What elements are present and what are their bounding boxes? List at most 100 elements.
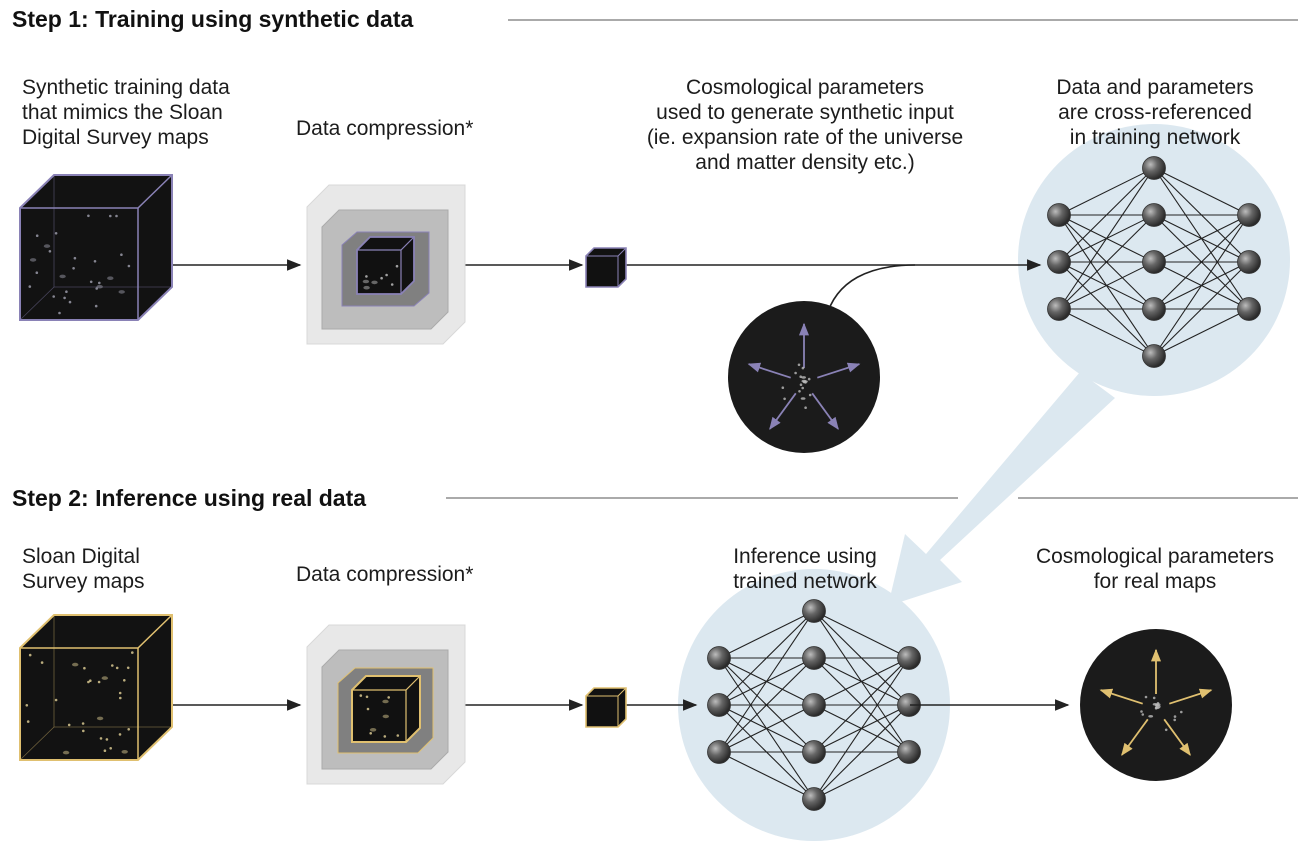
galaxy-speck	[362, 279, 370, 284]
galaxy-speck	[58, 311, 61, 315]
galaxy-speck	[1154, 706, 1160, 710]
galaxy-speck	[98, 281, 101, 285]
network-edge	[813, 657, 910, 800]
galaxy-speck	[799, 383, 803, 387]
network-node	[802, 599, 826, 623]
galaxy-speck	[1164, 728, 1168, 732]
galaxy-speck	[365, 695, 369, 699]
galaxy-speck	[363, 285, 370, 290]
galaxy-speck	[808, 393, 812, 397]
galaxy-speck	[385, 273, 388, 277]
training-network	[1047, 156, 1261, 368]
network-edge	[718, 704, 815, 753]
network-edge	[718, 657, 815, 753]
galaxy-speck	[82, 729, 85, 733]
network-node	[1237, 250, 1261, 274]
galaxy-speck	[799, 375, 802, 379]
galaxy-speck	[118, 691, 122, 695]
network-edge	[718, 751, 815, 800]
network-edge	[1153, 214, 1250, 357]
network-node	[707, 740, 731, 764]
galaxy-speck	[396, 734, 400, 737]
galaxy-speck	[369, 732, 373, 735]
network-node	[802, 646, 826, 670]
galaxy-speck	[48, 250, 52, 253]
galaxy-speck	[59, 274, 66, 279]
network-edge	[813, 657, 910, 706]
network-edge	[1058, 214, 1155, 310]
network-node	[1142, 344, 1166, 368]
network-node	[1142, 203, 1166, 227]
galaxy-speck	[54, 698, 58, 702]
galaxy-speck	[115, 214, 118, 218]
galaxy-speck	[121, 750, 128, 754]
network-node	[802, 740, 826, 764]
compression-label-step2: Data compression*	[296, 563, 474, 586]
compression-cube-real	[306, 624, 466, 785]
galaxy-speck	[54, 232, 58, 235]
galaxy-speck	[72, 267, 75, 270]
galaxy-speck	[390, 283, 394, 286]
galaxy-speck	[371, 280, 378, 285]
galaxy-speck	[1173, 718, 1176, 722]
galaxy-speck	[40, 661, 44, 664]
galaxy-speck	[35, 271, 39, 275]
galaxy-speck	[804, 406, 807, 410]
galaxy-speck	[65, 290, 68, 294]
inference-label: Inference using trained network	[733, 545, 877, 593]
galaxy-speck	[1180, 710, 1183, 714]
network-edge	[1058, 167, 1155, 216]
network-node	[802, 693, 826, 717]
galaxy-speck	[28, 285, 32, 288]
galaxy-speck	[62, 750, 70, 755]
network-edge	[1058, 167, 1155, 310]
galaxy-speck	[107, 276, 114, 281]
galaxy-speck	[89, 280, 93, 284]
network-node	[1047, 297, 1071, 321]
galaxy-speck	[105, 738, 109, 741]
expansion-arrow	[1169, 688, 1213, 705]
inference-network	[707, 599, 921, 811]
galaxy-speck	[120, 253, 123, 256]
galaxy-speck	[783, 397, 786, 401]
network-edge	[813, 610, 910, 659]
galaxy-speck	[52, 295, 55, 298]
network-edge	[813, 657, 910, 753]
galaxy-speck	[798, 390, 801, 393]
galaxy-speck	[382, 714, 389, 719]
galaxy-speck	[800, 397, 806, 400]
galaxy-speck	[67, 723, 71, 727]
galaxy-speck	[68, 300, 72, 304]
galaxy-speck	[1141, 713, 1145, 716]
step2-title: Step 2: Inference using real data	[12, 485, 367, 511]
galaxy-speck	[797, 363, 801, 367]
galaxy-speck	[380, 276, 383, 280]
network-node	[897, 646, 921, 670]
network-edge	[813, 704, 910, 800]
expansion-arrow	[747, 362, 791, 379]
galaxy-speck	[103, 749, 107, 752]
galaxy-speck	[801, 366, 805, 370]
galaxy-speck	[111, 664, 114, 667]
network-node	[707, 693, 731, 717]
galaxy-speck	[126, 666, 130, 670]
galaxy-speck	[807, 377, 811, 381]
galaxy-speck	[1140, 710, 1143, 713]
galaxy-speck	[123, 679, 126, 682]
network-edge	[1153, 261, 1250, 357]
galaxy-speck	[87, 680, 90, 684]
galaxy-speck	[29, 258, 37, 262]
network-node	[707, 646, 731, 670]
galaxy-speck	[83, 666, 86, 670]
network-edge	[813, 751, 910, 800]
galaxy-speck	[801, 379, 807, 383]
synthetic-data-label: Synthetic training data that mimics the …	[22, 76, 230, 149]
compressed-data-cube	[585, 247, 627, 288]
galaxy-speck	[794, 371, 797, 375]
cross-reference-label: Data and parameters are cross-referenced…	[1056, 76, 1254, 149]
network-edge	[1153, 214, 1250, 263]
galaxy-speck	[25, 704, 29, 707]
galaxy-speck	[387, 696, 391, 699]
galaxy-speck	[365, 275, 368, 278]
